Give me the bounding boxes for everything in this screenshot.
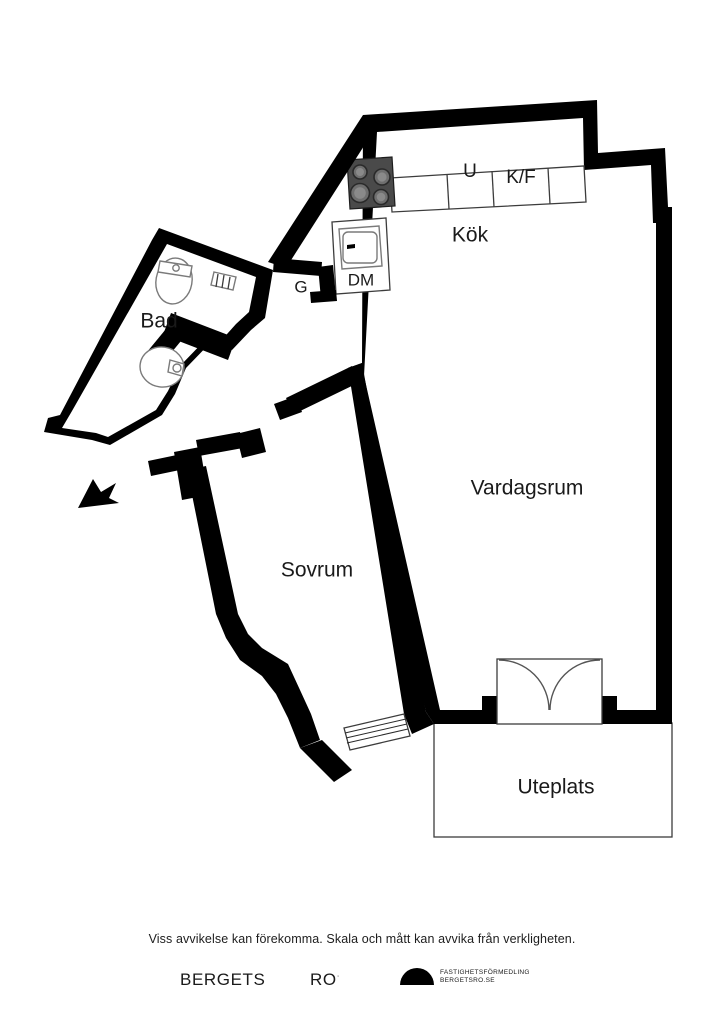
room-label-kok: Kök (452, 224, 489, 247)
bedroom-walls (187, 363, 434, 782)
fixture-label-dm: DM (348, 270, 374, 289)
logo-ro: RO· (310, 970, 340, 990)
logo-bergetsro-mark: FASTIGHETSFÖRMEDLING BERGETSRO.SE (400, 968, 530, 985)
kitchen-counter-run (389, 165, 587, 213)
washing-machine-icon (210, 271, 237, 291)
room-label-sovrum: Sovrum (281, 559, 353, 582)
main-outer-walls (348, 100, 672, 724)
double-door-icon[interactable] (496, 658, 603, 725)
window-icon (343, 713, 411, 751)
fixture-label-kf: K/F (506, 167, 536, 188)
logo-bergets: BERGETS (180, 970, 266, 989)
dome-icon (400, 968, 434, 985)
disclaimer-text: Viss avvikelse kan förekomma. Skala och … (148, 932, 576, 946)
dishwasher-icon (331, 217, 391, 295)
logo-row: BERGETS RO· FASTIGHETSFÖRMEDLING BERGETS… (0, 964, 724, 1010)
entrance-arrow-icon (78, 479, 119, 508)
patio-outline (433, 722, 673, 838)
sink-icon (139, 346, 185, 388)
logo-mark-text: FASTIGHETSFÖRMEDLING BERGETSRO.SE (440, 969, 530, 984)
floor-plan-svg: Kök Vardagsrum Sovrum Bad Uteplats U K/F… (44, 100, 673, 838)
fixture-label-u: U (463, 161, 477, 182)
floor-plan-canvas: Kök Vardagsrum Sovrum Bad Uteplats U K/F… (44, 100, 673, 838)
logo-mark-line1: FASTIGHETSFÖRMEDLING (440, 969, 530, 977)
logo-ro-sup: · (336, 971, 340, 981)
stove-icon (346, 156, 396, 210)
hall-kitchen-wall (268, 115, 378, 303)
logo-ro-text: RO (310, 970, 337, 989)
room-label-bad: Bad (140, 310, 177, 333)
fixture-label-g: G (294, 277, 307, 296)
room-label-vardagsrum: Vardagsrum (471, 477, 584, 500)
bathroom-walls (44, 228, 273, 445)
footer: Viss avvikelse kan förekomma. Skala och … (0, 900, 724, 1024)
logo-mark-line2: BERGETSRO.SE (440, 976, 495, 984)
toilet-icon (155, 257, 193, 305)
room-label-uteplats: Uteplats (517, 776, 594, 799)
